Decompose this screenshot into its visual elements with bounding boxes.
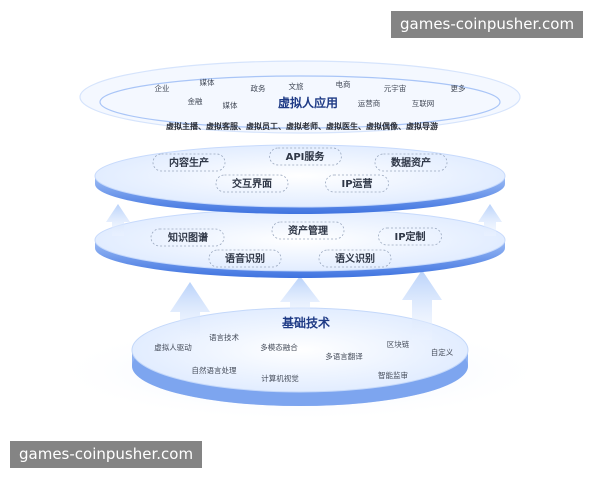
platform-item: IP运营 <box>341 177 372 190</box>
item-frame <box>374 153 448 172</box>
item-frame <box>208 249 282 268</box>
foundation-item: 自定义 <box>431 347 454 357</box>
capability-items: 知识图谱 资产管理 IP定制 语音识别 语义识别 <box>167 224 426 265</box>
foundation-title: 基础技术 <box>281 315 330 330</box>
application-layer <box>79 60 521 134</box>
industry-label: 媒体 <box>223 100 238 110</box>
platform-item: API服务 <box>286 150 326 163</box>
industry-label: 媒体 <box>200 77 215 87</box>
foundation-item: 区块链 <box>387 339 410 349</box>
capability-layer <box>94 208 506 278</box>
application-industries: 企业 媒体 政务 文旅 电商 元宇宙 更多 金融 媒体 运营商 互联网 <box>155 77 466 110</box>
industry-label: 政务 <box>251 83 266 93</box>
capability-item: 资产管理 <box>288 224 328 237</box>
industry-label: 运营商 <box>358 98 381 108</box>
application-title: 虚拟人应用 <box>278 95 338 110</box>
item-frames <box>150 147 448 268</box>
arrow-up-icon <box>280 276 320 320</box>
platform-item: 数据资产 <box>391 156 431 169</box>
foundation-item: 计算机视觉 <box>261 373 299 383</box>
arrow-up-icon <box>170 282 210 340</box>
application-disk-ring <box>99 75 501 129</box>
arrow-up-icon <box>106 204 130 236</box>
arrow-up-icon <box>402 270 442 340</box>
capability-item: IP定制 <box>394 230 425 243</box>
application-roles: 虚拟主播、虚拟客服、虚拟员工、虚拟老师、虚拟医生、虚拟偶像、虚拟导游 <box>166 121 438 131</box>
item-frame <box>150 228 225 247</box>
capability-disk-top <box>94 208 506 272</box>
foundation-item: 虚拟人驱动 <box>154 342 192 352</box>
foundation-item: 语言技术 <box>209 332 239 342</box>
industry-label: 互联网 <box>412 99 435 108</box>
capability-item: 语义识别 <box>335 252 375 265</box>
foundation-item: 智能监审 <box>378 370 408 380</box>
platform-items: 内容生产 API服务 数据资产 交互界面 IP运营 <box>169 150 431 190</box>
foundation-item: 多模态融合 <box>260 342 298 352</box>
item-frame <box>152 153 226 172</box>
industry-label: 电商 <box>336 79 351 89</box>
item-frame <box>215 174 289 193</box>
capability-item: 知识图谱 <box>167 231 208 244</box>
capability-item: 语音识别 <box>225 252 265 265</box>
item-frame <box>271 221 345 240</box>
item-frame <box>318 249 392 268</box>
foundation-items: 语言技术 区块链 虚拟人驱动 多模态融合 多语言翻译 自定义 自然语言处理 计算… <box>154 332 453 383</box>
industry-label: 企业 <box>155 83 170 93</box>
industry-label: 更多 <box>451 83 466 93</box>
foundation-arrows <box>170 270 442 340</box>
item-frame <box>269 147 342 166</box>
platform-item: 内容生产 <box>169 156 209 169</box>
platform-layer <box>94 144 506 214</box>
application-disk <box>79 60 521 134</box>
platform-item: 交互界面 <box>232 177 272 190</box>
industry-label: 文旅 <box>289 81 304 91</box>
foundation-item: 自然语言处理 <box>192 365 237 375</box>
platform-disk-top <box>94 144 506 208</box>
watermark-top: games-coinpusher.com <box>391 11 584 38</box>
industry-label: 金融 <box>188 96 203 106</box>
arrow-up-icon <box>478 204 502 236</box>
industry-label: 元宇宙 <box>384 83 407 93</box>
watermark-bottom: games-coinpusher.com <box>10 441 203 468</box>
foundation-item: 多语言翻译 <box>325 351 363 361</box>
foundation-layer <box>131 307 469 406</box>
